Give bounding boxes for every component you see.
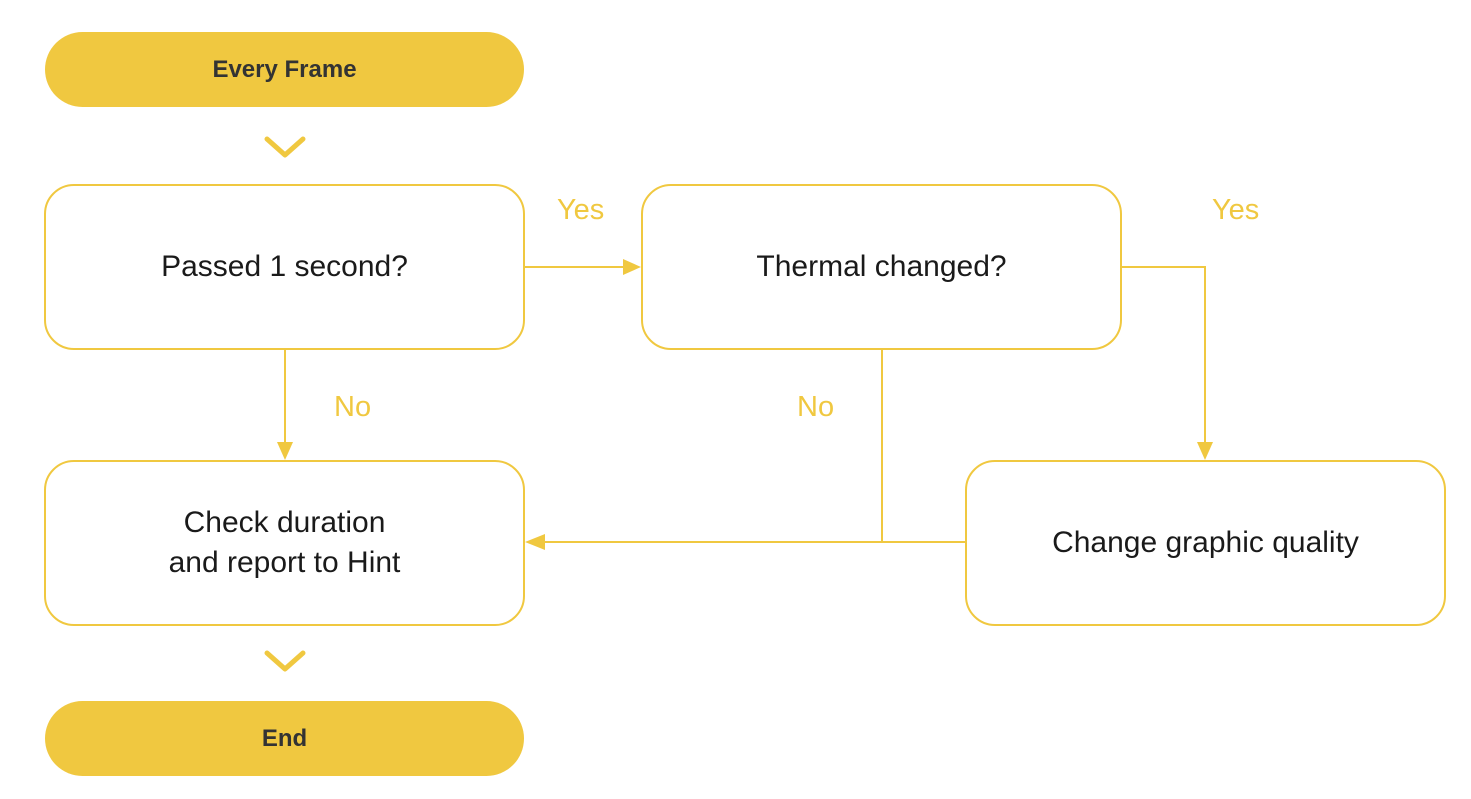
check-time-no-label: No: [334, 391, 372, 423]
chevron-down-icon: [264, 650, 306, 672]
report-label-line1: Check duration: [183, 506, 386, 539]
thermal-no-label: No: [797, 391, 835, 423]
change-quality-label: Change graphic quality: [1052, 526, 1359, 559]
check-time-label: Passed 1 second?: [161, 250, 408, 283]
thermal-decision: Thermal changed?: [641, 184, 1122, 350]
thermal-yes-label: Yes: [1212, 194, 1260, 226]
start-node: Every Frame: [45, 32, 524, 107]
check-time-decision: Passed 1 second?: [44, 184, 525, 350]
report-node: Check duration and report to Hint: [44, 460, 525, 626]
end-node: End: [45, 701, 524, 776]
change-quality-node: Change graphic quality: [965, 460, 1446, 626]
thermal-label: Thermal changed?: [756, 250, 1007, 283]
arrow-down-icon: [1197, 442, 1213, 460]
report-label-line2: and report to Hint: [168, 546, 401, 579]
end-node-label: End: [261, 724, 308, 752]
start-node-label: Every Frame: [212, 55, 357, 83]
arrow-right-icon: [623, 259, 641, 275]
arrow-left-icon: [525, 534, 545, 550]
yes-connector-line: [1122, 266, 1206, 443]
chevron-down-icon: [264, 136, 306, 158]
arrow-down-icon: [277, 442, 293, 460]
check-time-yes-label: Yes: [557, 194, 605, 226]
